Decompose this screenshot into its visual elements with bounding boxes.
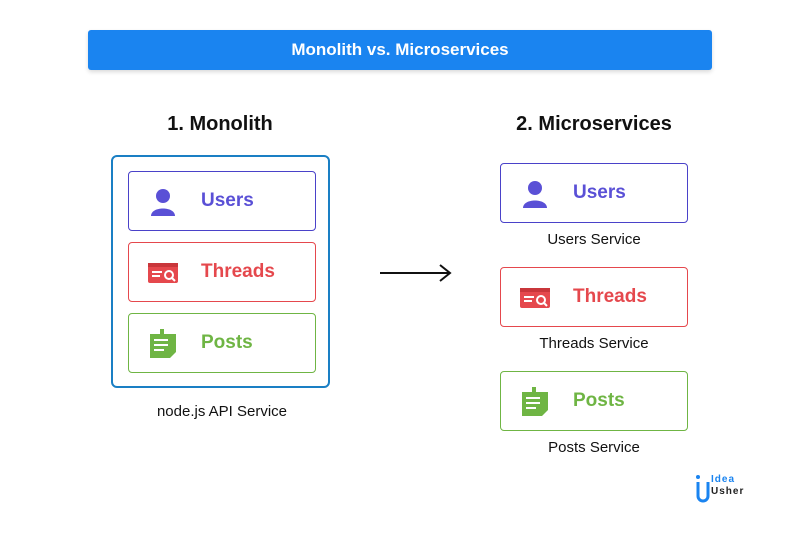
monolith-threads-card: Threads <box>128 242 316 302</box>
logo-mark-icon <box>696 475 710 503</box>
monolith-posts-card: Posts <box>128 313 316 373</box>
monolith-users-label: Users <box>201 190 254 211</box>
logo-text-line2: Usher <box>711 486 745 497</box>
threads-icon <box>520 288 550 308</box>
monolith-title: 1. Monolith <box>167 113 273 135</box>
ideausher-logo: Idea Usher <box>695 472 775 508</box>
posts-icon <box>150 329 176 358</box>
diagram-title-banner: Monolith vs. Microservices <box>88 30 712 70</box>
users-service-card: Users <box>500 163 688 223</box>
monolith-caption: node.js API Service <box>156 403 288 420</box>
users-service-label: Users <box>573 182 626 203</box>
user-icon <box>523 181 547 208</box>
users-service-caption: Users Service <box>547 231 641 248</box>
threads-service-caption: Threads Service <box>539 335 649 352</box>
posts-service-label: Posts <box>573 390 625 411</box>
posts-icon <box>522 387 548 416</box>
posts-service-caption: Posts Service <box>548 439 640 456</box>
threads-service-label: Threads <box>573 286 647 307</box>
monolith-frame <box>111 155 330 388</box>
right-arrow-icon <box>380 264 452 282</box>
diagram-title: Monolith vs. Microservices <box>291 40 509 59</box>
logo-text-line1: Idea <box>711 474 736 485</box>
monolith-posts-label: Posts <box>201 332 253 353</box>
threads-service-card: Threads <box>500 267 688 327</box>
posts-service-card: Posts <box>500 371 688 431</box>
threads-icon <box>148 263 178 283</box>
user-icon <box>151 189 175 216</box>
monolith-users-card: Users <box>128 171 316 231</box>
microservices-title: 2. Microservices <box>516 113 672 135</box>
monolith-threads-label: Threads <box>201 261 275 282</box>
